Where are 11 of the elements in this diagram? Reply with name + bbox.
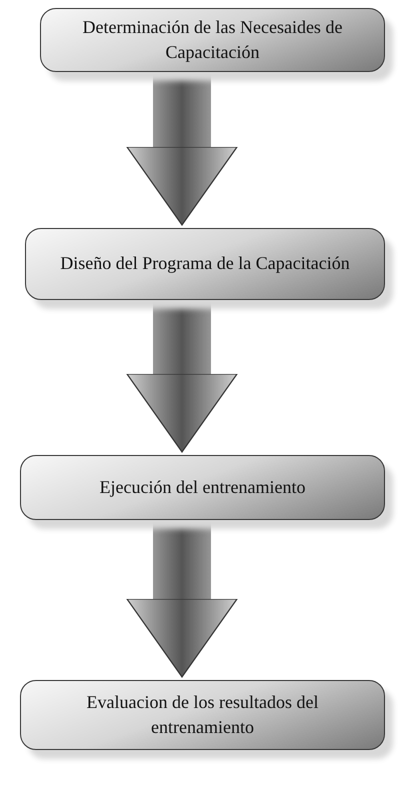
process-box — [20, 680, 385, 750]
box-label: Evaluacion de los resultados del entrenamiento — [86, 690, 320, 739]
process-box — [20, 455, 385, 520]
block-arrow — [126, 521, 238, 678]
box-label: Ejecución del entrenamiento — [100, 476, 306, 499]
box-label: Determinación de las Necesaides de Capacitación — [82, 16, 344, 64]
process-box — [25, 228, 385, 300]
process-box — [40, 8, 385, 72]
block-arrow — [126, 73, 238, 226]
block-arrow — [126, 301, 238, 453]
box-label: Diseño del Programa de la Capacitación — [60, 252, 350, 276]
